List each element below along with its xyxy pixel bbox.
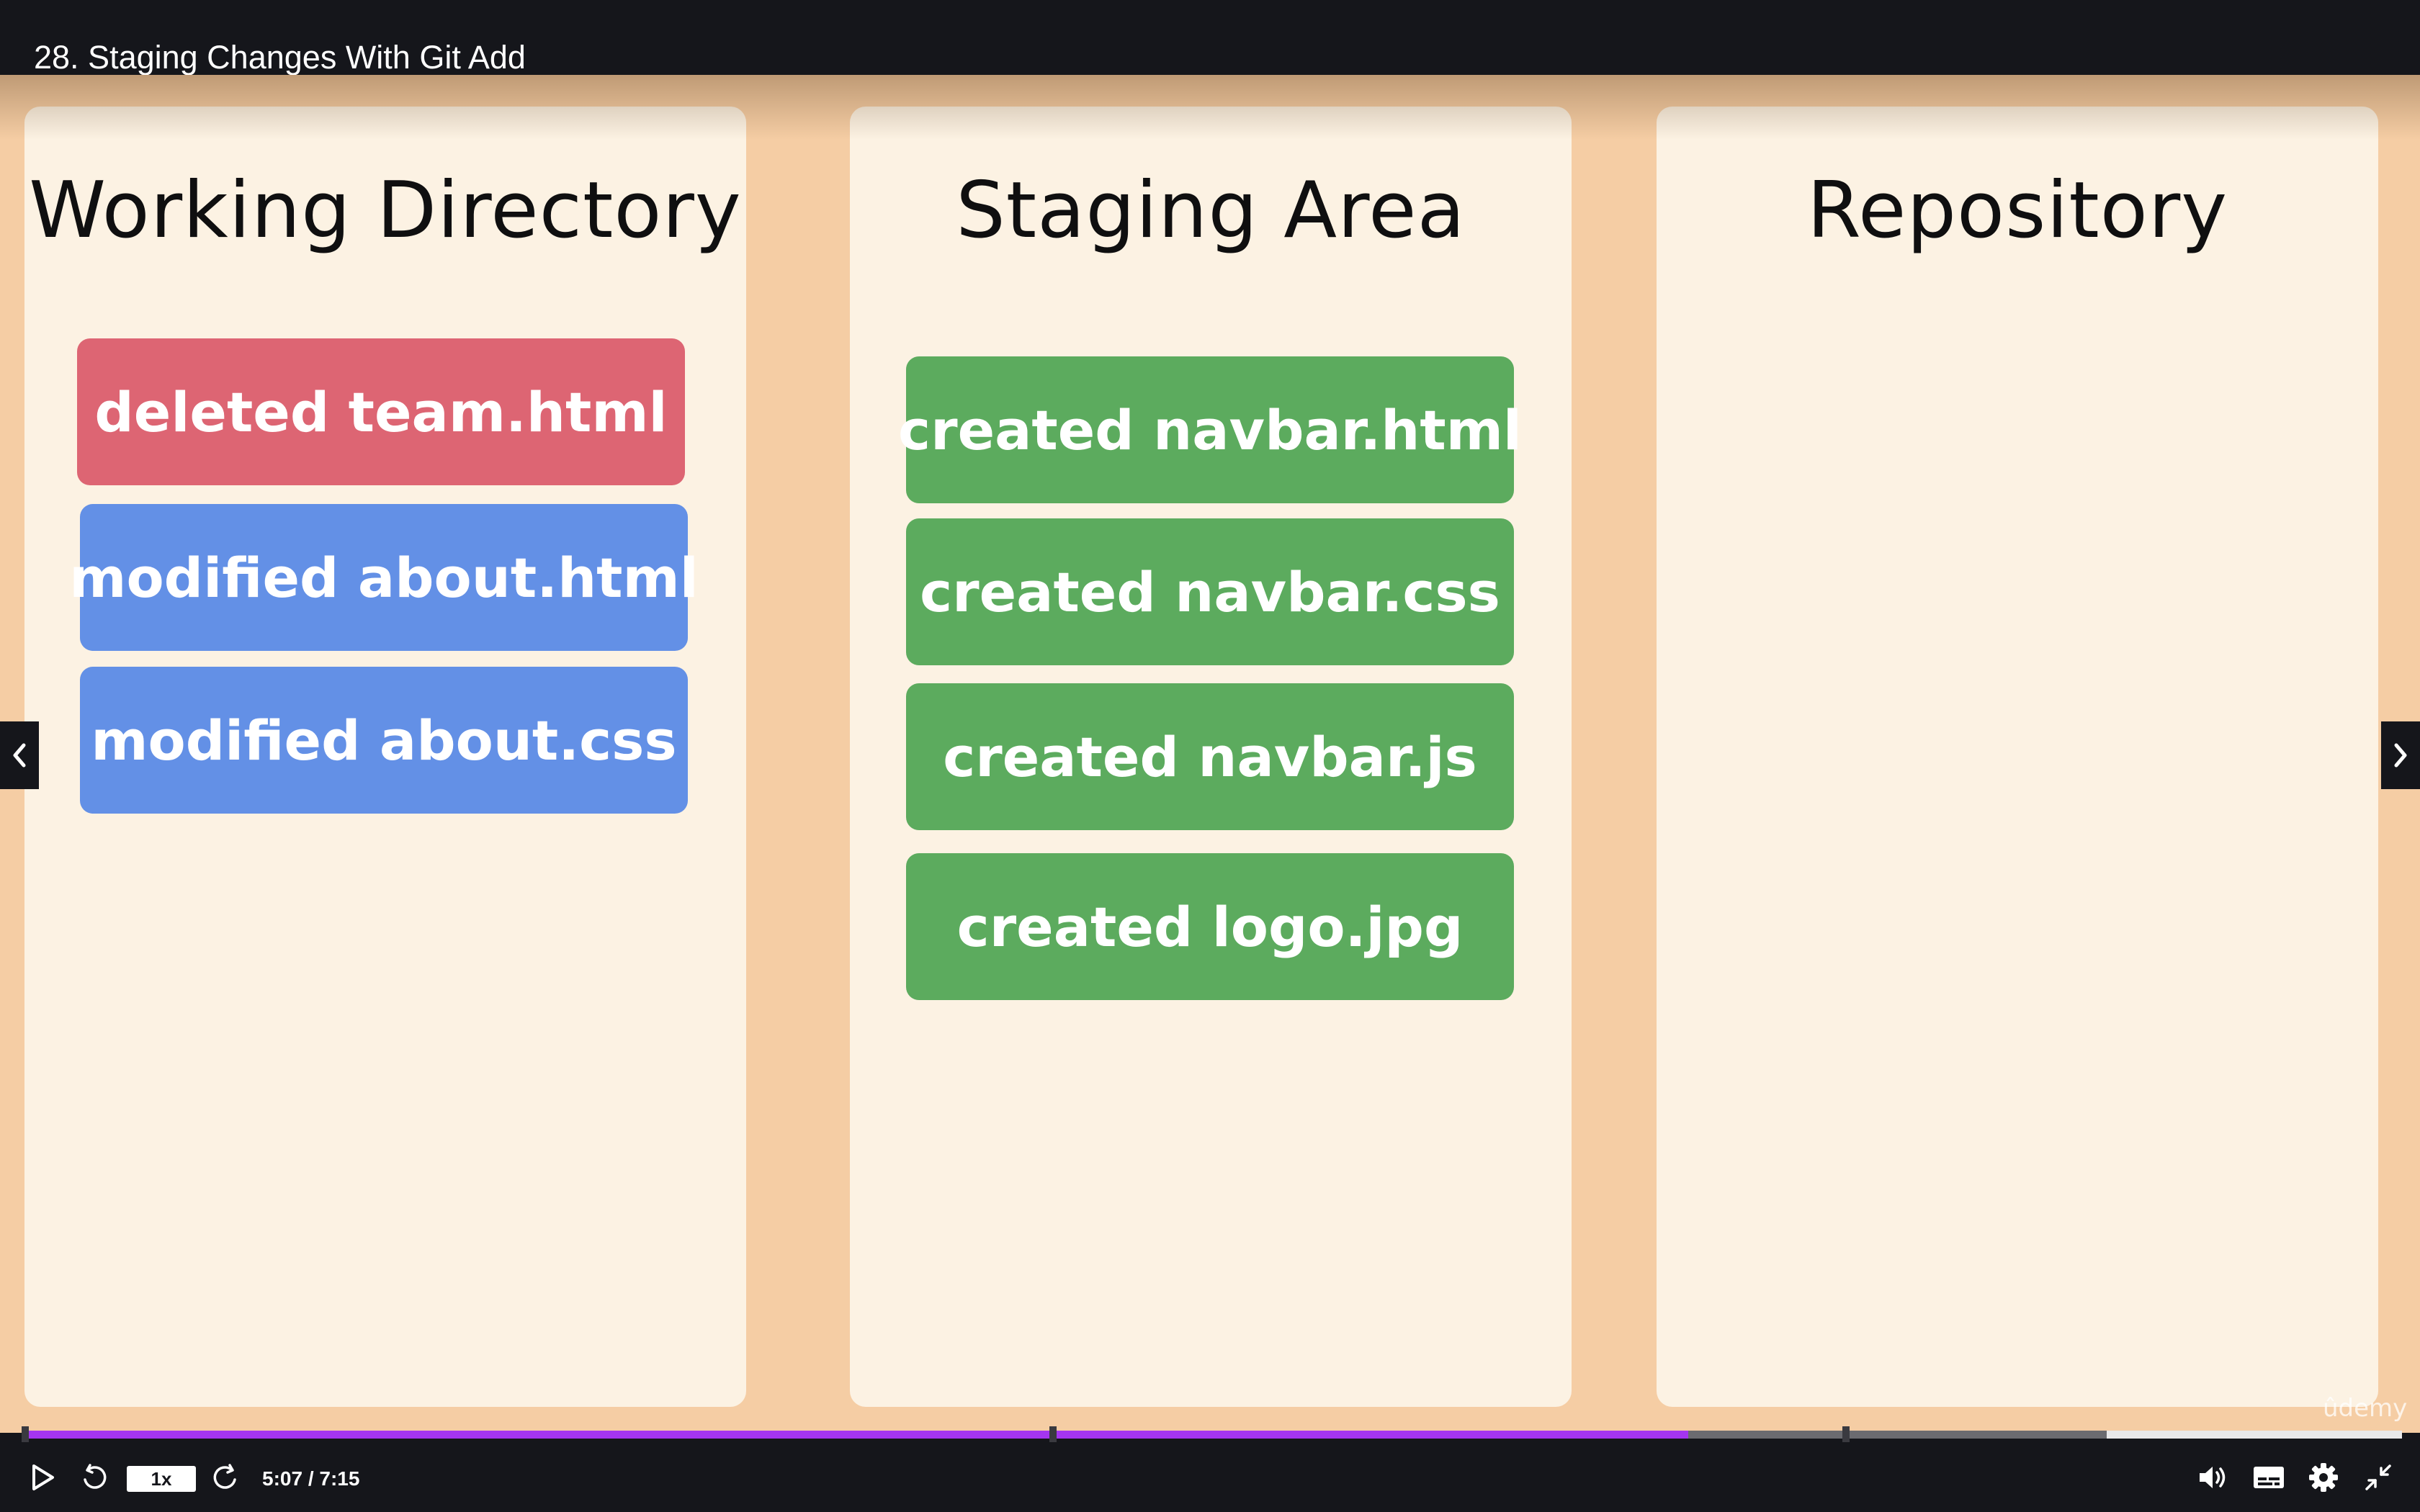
staging-area-panel: Staging Area created navbar.html created… bbox=[850, 107, 1572, 1407]
forward-icon bbox=[213, 1464, 236, 1489]
playback-speed-button[interactable]: 1x bbox=[127, 1466, 196, 1492]
lecture-title: 28. Staging Changes With Git Add bbox=[34, 39, 526, 76]
udemy-watermark: ûdemy bbox=[2323, 1394, 2408, 1423]
file-card: created navbar.css bbox=[906, 518, 1514, 665]
play-icon bbox=[32, 1464, 54, 1490]
file-card: modified about.html bbox=[69, 504, 699, 651]
panel-heading: Staging Area bbox=[956, 166, 1466, 256]
captions-button[interactable] bbox=[2250, 1462, 2287, 1493]
repository-panel: Repository bbox=[1657, 107, 2378, 1407]
settings-icon bbox=[2309, 1463, 2338, 1492]
rewind-button[interactable] bbox=[78, 1462, 111, 1493]
player-header: 28. Staging Changes With Git Add bbox=[0, 0, 2420, 76]
slide-area: Working Directory deleted team.html modi… bbox=[0, 75, 2420, 1433]
forward-button[interactable] bbox=[209, 1462, 242, 1493]
exit-fullscreen-icon bbox=[2365, 1464, 2391, 1490]
progress-played bbox=[22, 1431, 1688, 1439]
captions-icon bbox=[2254, 1467, 2284, 1488]
chapter-marker bbox=[1842, 1426, 1850, 1442]
settings-button[interactable] bbox=[2306, 1462, 2341, 1493]
file-card: created navbar.html bbox=[898, 356, 1522, 503]
exit-fullscreen-button[interactable] bbox=[2361, 1462, 2396, 1493]
chapter-marker bbox=[1049, 1426, 1057, 1442]
previous-lecture-button[interactable] bbox=[0, 721, 39, 789]
file-card: deleted team.html bbox=[77, 338, 685, 485]
volume-button[interactable] bbox=[2195, 1462, 2230, 1493]
time-display: 5:07 / 7:15 bbox=[262, 1467, 360, 1490]
progress-bar[interactable] bbox=[22, 1426, 2402, 1442]
chevron-left-icon bbox=[13, 743, 26, 768]
player-controls bbox=[0, 1433, 2420, 1512]
chevron-right-icon bbox=[2394, 743, 2407, 768]
next-lecture-button[interactable] bbox=[2381, 721, 2420, 789]
volume-icon bbox=[2200, 1467, 2226, 1488]
working-directory-panel: Working Directory deleted team.html modi… bbox=[24, 107, 746, 1407]
panel-heading: Repository bbox=[1806, 166, 2228, 256]
file-card: created logo.jpg bbox=[906, 853, 1514, 1000]
play-button[interactable] bbox=[26, 1462, 59, 1493]
file-card: modified about.css bbox=[80, 667, 688, 814]
chapter-marker bbox=[22, 1426, 29, 1442]
file-card: created navbar.js bbox=[906, 683, 1514, 830]
rewind-icon bbox=[84, 1464, 107, 1489]
panel-heading: Working Directory bbox=[29, 166, 742, 256]
